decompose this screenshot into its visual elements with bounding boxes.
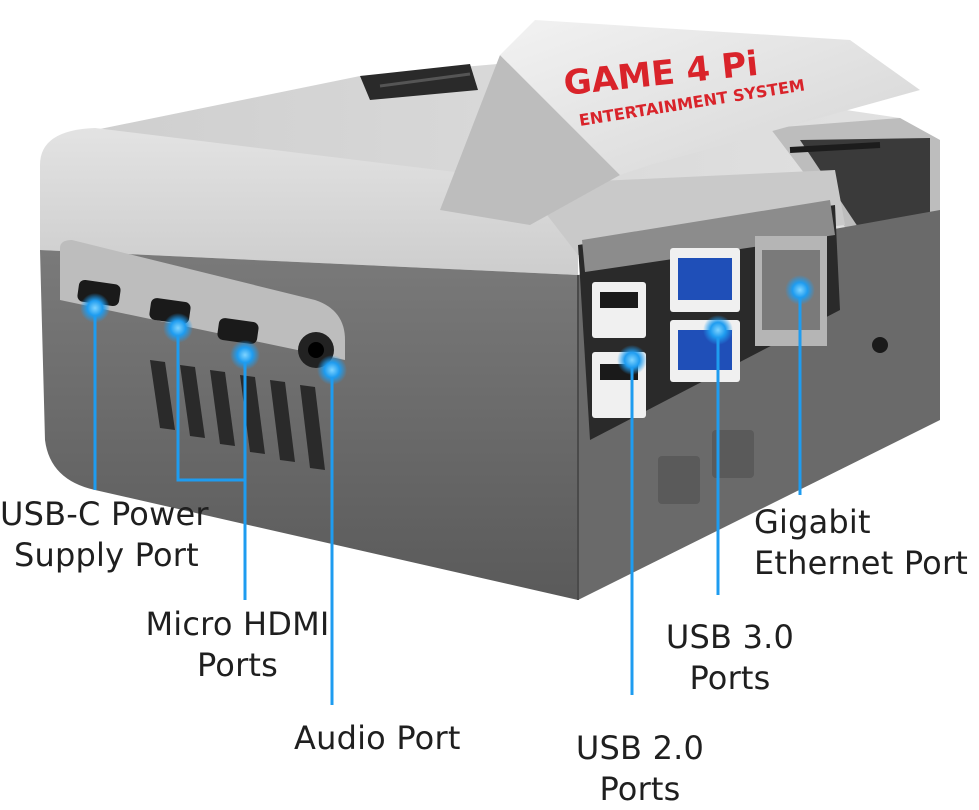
hdmi-dot-1 — [163, 313, 193, 343]
usb-2-label: USB 2.0 Ports — [575, 729, 705, 808]
gigabit-ethernet-label: Gigabit Ethernet Port — [754, 503, 969, 582]
audio-dot — [317, 355, 347, 385]
usb2-dot — [617, 345, 647, 375]
usb-c-dot — [80, 293, 110, 323]
hdmi-callout-line-1 — [176, 328, 245, 482]
flip-lid: GAME 4 Pi ENTERTAINMENT SYSTEM — [440, 20, 920, 225]
usb-3-label: USB 3.0 Ports — [665, 618, 795, 697]
callout-lines — [93, 290, 802, 705]
usb-c-label: USB-C Power Supply Port — [0, 495, 209, 574]
callout-dots — [80, 275, 815, 385]
hdmi-dot-2 — [230, 340, 260, 370]
micro-hdmi-label: Micro HDMI Ports — [145, 605, 330, 684]
usb3-dot — [703, 315, 733, 345]
ethernet-dot — [785, 275, 815, 305]
audio-port-label: Audio Port — [294, 719, 461, 757]
